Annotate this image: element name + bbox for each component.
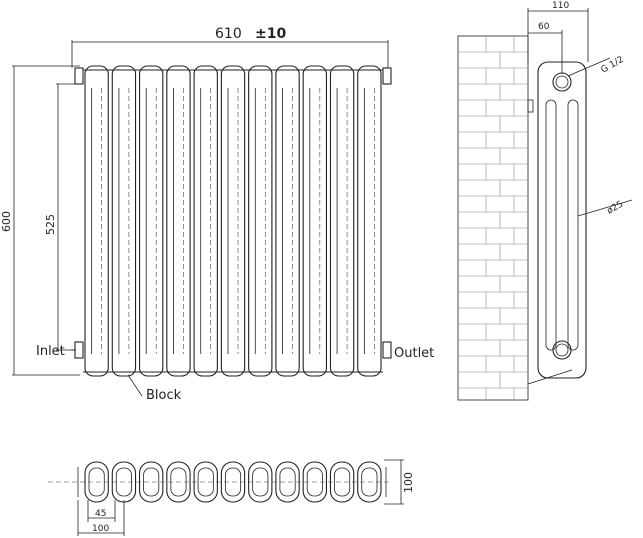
top-column-section xyxy=(220,461,246,503)
top-column-inner xyxy=(197,467,214,497)
top-column-inner xyxy=(88,467,105,497)
top-column-inner xyxy=(115,467,132,497)
top-view: 100 45 100 xyxy=(48,459,415,536)
top-column-inner xyxy=(170,467,187,497)
front-view: 610 ±10 600 525 Inlet Outlet Block xyxy=(0,26,434,403)
top-depth-label: 100 xyxy=(402,472,415,493)
top-column-section xyxy=(357,461,382,503)
radiator-columns xyxy=(84,65,382,377)
top-column-section xyxy=(166,461,191,503)
radiator-profile xyxy=(537,61,587,379)
top-column-inner xyxy=(143,467,160,497)
top-column-section xyxy=(138,461,164,503)
radiator-column xyxy=(302,65,328,377)
radiator-column xyxy=(357,65,382,377)
height-dimension: 600 xyxy=(0,65,80,376)
top-column-inner xyxy=(334,467,351,497)
top-column-section xyxy=(84,461,109,503)
brick-wall xyxy=(457,35,529,401)
top-column-inner xyxy=(224,467,242,497)
top-depth-dimension: 100 xyxy=(384,459,415,505)
depth-label: 110 xyxy=(552,1,569,11)
inner-pitch-label: 45 xyxy=(95,509,106,519)
top-column-inner xyxy=(306,467,323,497)
width-dimension: 610 ±10 xyxy=(71,26,389,68)
top-column-section xyxy=(302,461,328,503)
top-column-section xyxy=(329,461,355,503)
radiator-column xyxy=(138,65,164,377)
top-column-section xyxy=(248,461,273,503)
outer-pitch-label: 100 xyxy=(92,524,109,534)
width-label: 610 xyxy=(215,26,242,42)
side-view: 110 60 G 1/2 ø25 xyxy=(457,1,633,401)
centres-label: 525 xyxy=(44,214,57,235)
radiator-column xyxy=(329,65,355,377)
top-column-inner xyxy=(252,467,269,497)
top-column-inner xyxy=(279,467,296,497)
radiator-column xyxy=(275,65,300,377)
depth-dimension: 110 xyxy=(527,1,589,62)
thread-label: G 1/2 xyxy=(600,55,626,76)
top-view-columns xyxy=(84,461,382,503)
radiator-column xyxy=(166,65,191,377)
offset-dimension: 60 xyxy=(528,22,563,74)
wall-bracket xyxy=(527,99,534,113)
radiator-column xyxy=(248,65,273,377)
offset-label: 60 xyxy=(538,22,550,32)
top-column-section xyxy=(193,461,218,503)
inlet-connection xyxy=(71,67,84,359)
pitch-dimensions: 45 100 xyxy=(77,500,125,536)
outlet-connection xyxy=(382,67,392,359)
outlet-label: Outlet xyxy=(394,346,434,361)
top-column-inner xyxy=(361,467,378,497)
inlet-label: Inlet xyxy=(36,344,65,359)
radiator-column xyxy=(111,65,137,377)
height-label: 600 xyxy=(0,211,13,232)
top-column-section xyxy=(275,461,300,503)
centres-dimension: 525 xyxy=(44,83,76,351)
radiator-column xyxy=(84,65,109,377)
radiator-column xyxy=(193,65,218,377)
block-label: Block xyxy=(146,388,182,403)
diameter-label: ø25 xyxy=(606,199,626,216)
radiator-column xyxy=(220,65,246,377)
width-tolerance: ±10 xyxy=(255,26,286,42)
